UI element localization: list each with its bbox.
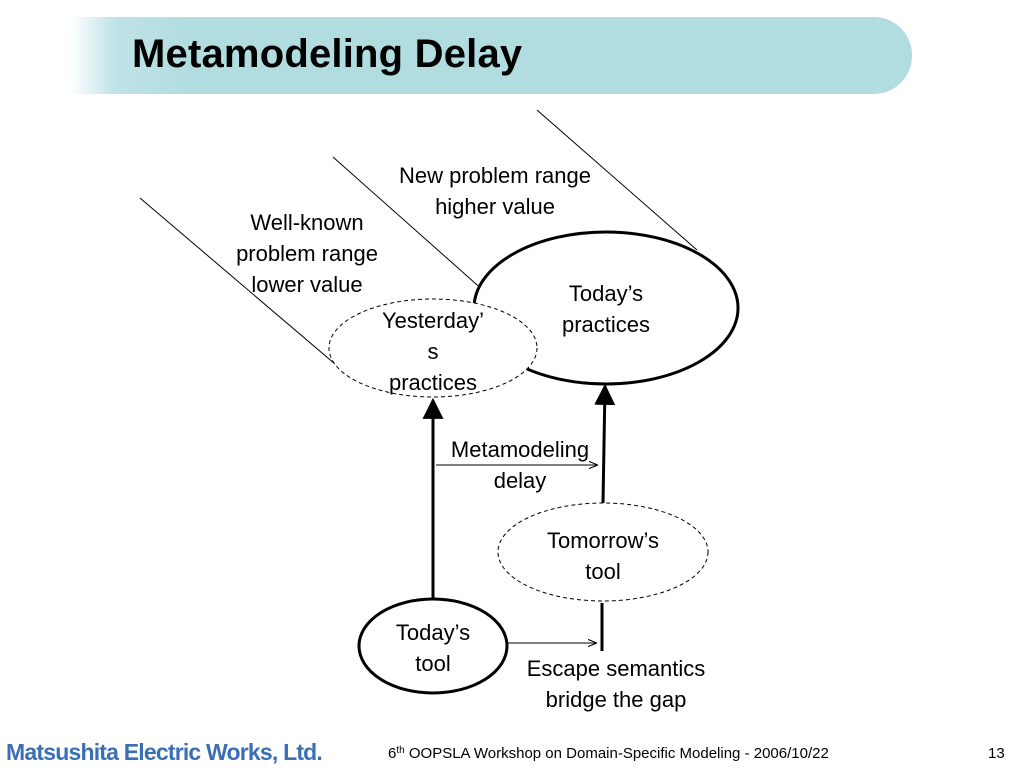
metamodeling-delay-label: Metamodeling delay (450, 437, 590, 493)
well-known-range-label: Well-known problem range lower value (236, 210, 378, 297)
title-banner (70, 17, 912, 94)
todays-practices-label: Today’s practices (561, 281, 651, 337)
tomorrows-tool-label: Tomorrow’s tool (546, 528, 660, 584)
slide-title: Metamodeling Delay (132, 32, 523, 76)
footer-caption: 6th OOPSLA Workshop on Domain-Specific M… (388, 745, 829, 762)
todays-tool-ellipse (357, 597, 509, 695)
new-range-line (536, 109, 698, 251)
well-known-range-line-outer (139, 197, 336, 365)
new-problem-range-label: New problem range higher value (399, 163, 591, 219)
company-logo: Matsushita Electric Works, Ltd. (6, 739, 323, 765)
yesterdays-practices-ellipse (328, 298, 538, 398)
escape-semantics-label: Escape semantics bridge the gap (526, 656, 706, 712)
tomorrows-tool-to-todays-practices-arrow (594, 383, 616, 504)
page-number: 13 (988, 745, 1005, 762)
yesterdays-practices-label: Yesterday’ s practices (382, 308, 484, 395)
todays-tool-label: Today’s tool (395, 620, 471, 676)
